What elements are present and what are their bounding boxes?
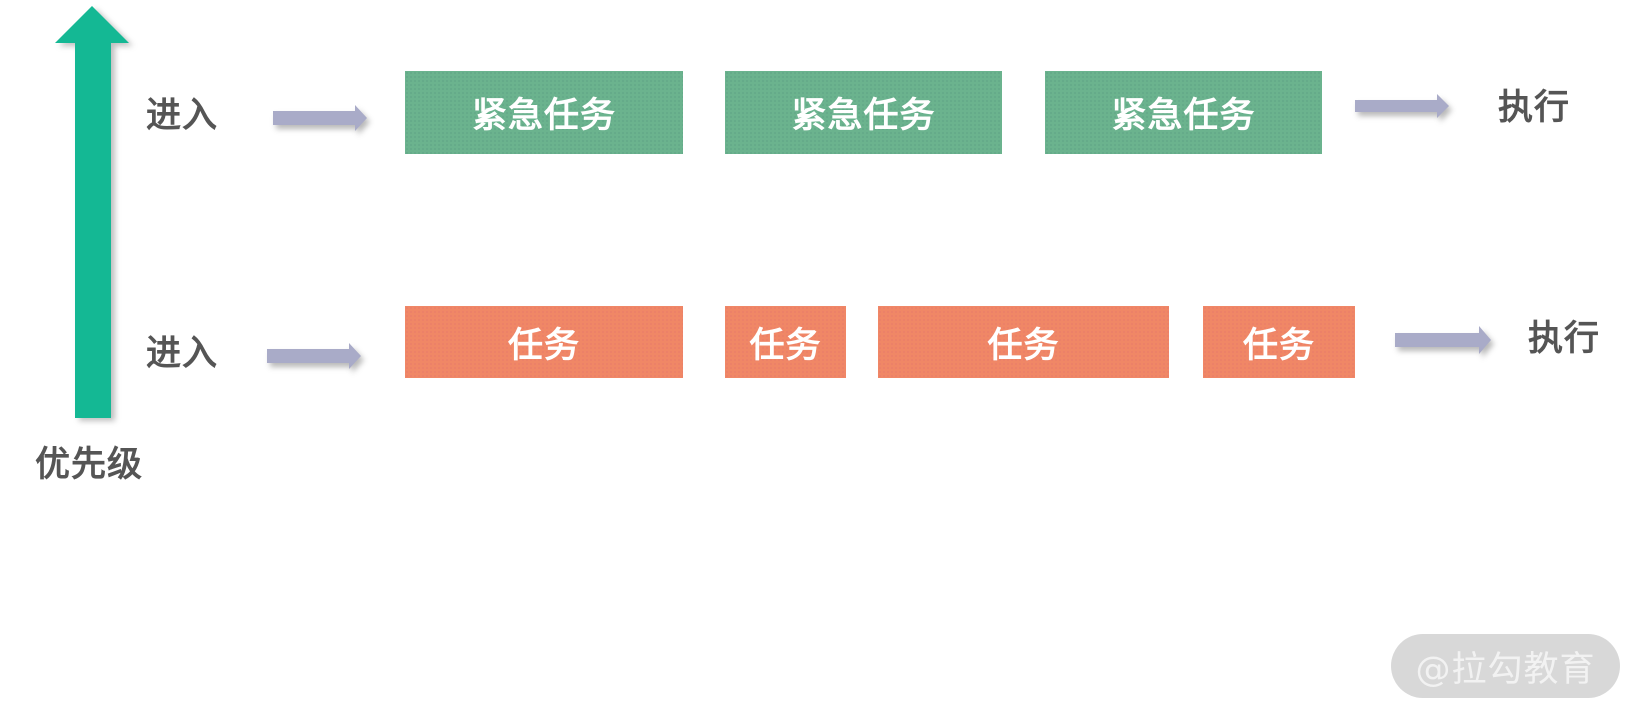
urgent-task-box: 紧急任务 <box>405 71 683 154</box>
urgent-task-box: 紧急任务 <box>725 71 1002 154</box>
normal-task-box: 任务 <box>878 306 1169 378</box>
normal-enter-arrow-icon <box>267 343 361 369</box>
urgent-enter-arrow-icon <box>273 105 367 131</box>
watermark-badge: @拉勾教育 <box>1391 634 1620 698</box>
urgent-execute-arrow-icon <box>1355 94 1449 118</box>
urgent-task-box: 紧急任务 <box>1045 71 1322 154</box>
urgent-execute-label: 执行 <box>1498 88 1571 128</box>
normal-execute-arrow-icon <box>1395 326 1491 354</box>
normal-task-box: 任务 <box>725 306 846 378</box>
priority-axis-label: 优先级 <box>35 445 144 485</box>
priority-up-arrow-icon <box>55 6 129 418</box>
normal-execute-label: 执行 <box>1528 319 1601 359</box>
normal-task-box: 任务 <box>1203 306 1355 378</box>
watermark-text: @拉勾教育 <box>1415 649 1596 690</box>
urgent-enter-label: 进入 <box>146 96 219 136</box>
normal-task-box: 任务 <box>405 306 683 378</box>
normal-enter-label: 进入 <box>146 334 219 374</box>
